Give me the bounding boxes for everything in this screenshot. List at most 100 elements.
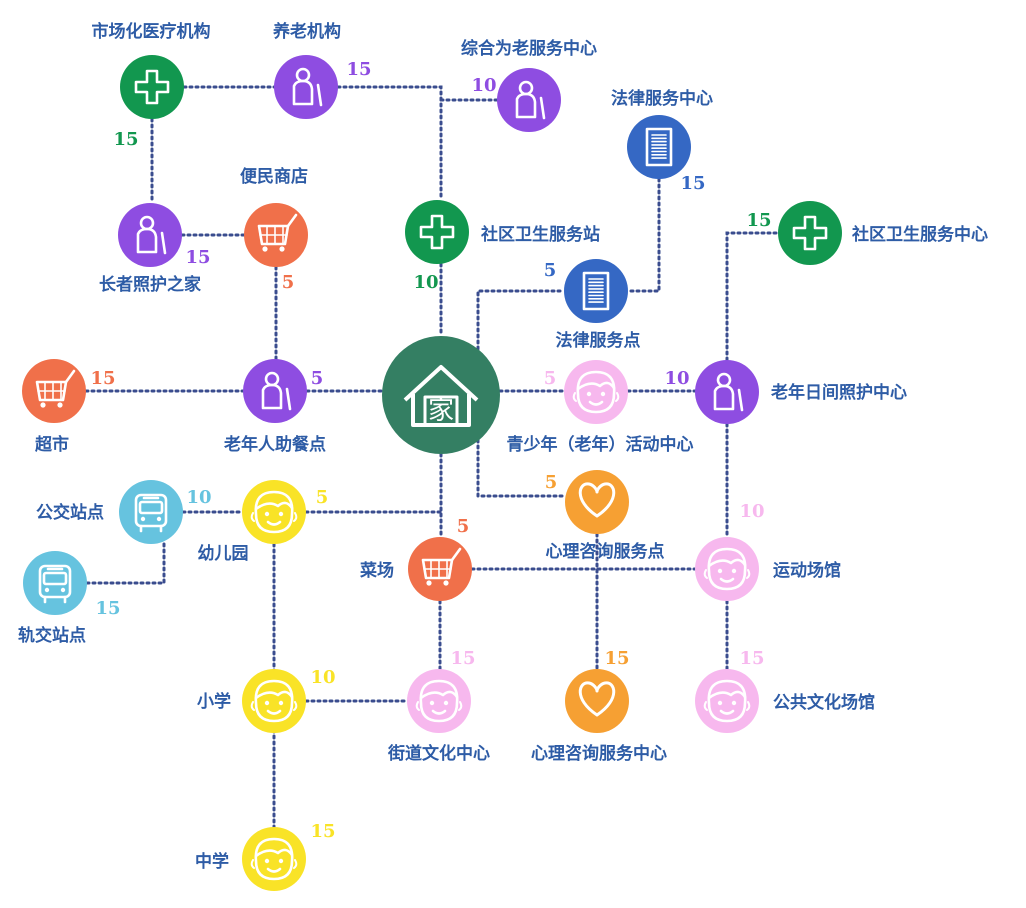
minutes-vegetable-market: 5 xyxy=(457,516,470,537)
heart-icon xyxy=(578,681,616,717)
label-primary-school: 小学 xyxy=(197,691,231,712)
face-icon xyxy=(703,547,751,591)
label-convenience-store: 便民商店 xyxy=(240,166,308,187)
label-public-culture-venue: 公共文化场馆 xyxy=(773,692,875,713)
minutes-community-health-center: 15 xyxy=(746,210,771,231)
elder-icon xyxy=(713,372,744,412)
label-community-health-center: 社区卫生服务中心 xyxy=(851,224,988,245)
node-circle xyxy=(564,360,628,424)
minutes-elderly-service-center: 10 xyxy=(471,75,496,96)
label-bus-stop: 公交站点 xyxy=(36,502,104,523)
node-circle xyxy=(695,669,759,733)
node-circle xyxy=(695,360,759,424)
node-circle xyxy=(242,480,306,544)
minutes-convenience-store: 5 xyxy=(282,272,295,293)
label-psych-center: 心理咨询服务中心 xyxy=(531,743,667,764)
node-circle xyxy=(242,827,306,891)
connector-line-24 xyxy=(85,542,166,585)
label-street-culture-center: 街道文化中心 xyxy=(387,743,490,764)
face-icon xyxy=(250,837,298,881)
minutes-psych-center: 15 xyxy=(604,648,629,669)
home-circle xyxy=(382,336,500,454)
minutes-psych-point: 5 xyxy=(545,472,558,493)
minutes-market-medical: 15 xyxy=(113,129,138,150)
label-sports-venue: 运动场馆 xyxy=(773,560,841,581)
node-circle xyxy=(778,201,842,265)
minutes-legal-service-point: 5 xyxy=(544,260,557,281)
node-vegetable-market xyxy=(408,537,472,601)
minutes-kindergarten: 5 xyxy=(316,487,329,508)
home-node: 家 xyxy=(382,336,500,454)
minutes-rail-stop: 15 xyxy=(95,598,120,619)
cross-icon xyxy=(792,215,828,251)
node-circle xyxy=(497,68,561,132)
node-sports-venue xyxy=(695,537,759,601)
label-vegetable-market: 菜场 xyxy=(359,561,394,581)
node-primary-school xyxy=(242,669,306,733)
node-legal-service-point xyxy=(564,259,628,323)
node-bus-stop xyxy=(119,480,183,544)
node-elder-care-home xyxy=(118,203,182,267)
node-community-health-station xyxy=(405,200,469,264)
node-community-health-center xyxy=(778,201,842,265)
label-kindergarten: 幼儿园 xyxy=(198,543,249,564)
node-youth-activity-center xyxy=(564,360,628,424)
node-circle xyxy=(405,200,469,264)
minutes-bus-stop: 10 xyxy=(186,487,211,508)
cart-icon xyxy=(35,369,76,408)
node-circle xyxy=(627,115,691,179)
label-elder-daycare-center: 老年日间照护中心 xyxy=(770,382,907,403)
home-glyph: 家 xyxy=(428,396,454,426)
bus-icon xyxy=(38,564,72,604)
node-elder-dining xyxy=(243,359,307,423)
label-legal-service-point: 法律服务点 xyxy=(556,330,641,351)
house-icon xyxy=(403,365,479,427)
label-middle-school: 中学 xyxy=(195,851,229,872)
cross-icon xyxy=(419,214,455,250)
label-elder-dining: 老年人助餐点 xyxy=(223,434,326,455)
minutes-middle-school: 15 xyxy=(310,821,335,842)
node-public-culture-venue xyxy=(695,669,759,733)
node-middle-school xyxy=(242,827,306,891)
node-circle xyxy=(407,669,471,733)
facility-nodes xyxy=(22,55,842,891)
document-icon xyxy=(645,127,673,167)
node-market-medical xyxy=(120,55,184,119)
label-community-health-station: 社区卫生服务站 xyxy=(480,224,600,245)
face-icon xyxy=(250,679,298,723)
document-icon xyxy=(582,271,610,311)
cart-icon xyxy=(421,547,462,586)
node-circle xyxy=(243,359,307,423)
label-elderly-service-center: 综合为老服务中心 xyxy=(461,38,597,59)
label-market-medical: 市场化医疗机构 xyxy=(92,21,211,42)
label-youth-activity-center: 青少年（老年）活动中心 xyxy=(507,434,694,455)
label-psych-point: 心理咨询服务点 xyxy=(546,541,665,562)
minutes-elder-care-home: 15 xyxy=(185,247,210,268)
node-psych-point xyxy=(565,470,629,534)
elder-icon xyxy=(515,80,546,120)
face-icon xyxy=(703,679,751,723)
node-circle xyxy=(565,669,629,733)
node-circle xyxy=(564,259,628,323)
minutes-elder-daycare-center: 10 xyxy=(664,368,689,389)
minutes-supermarket: 15 xyxy=(90,368,115,389)
connector-line-10 xyxy=(476,289,566,351)
elder-icon xyxy=(261,371,292,411)
minutes-sports-venue: 10 xyxy=(739,501,764,522)
elder-icon xyxy=(136,215,167,255)
node-supermarket xyxy=(22,359,86,423)
elder-icon xyxy=(292,67,323,107)
minutes-elder-dining: 5 xyxy=(311,368,324,389)
minutes-street-culture-center: 15 xyxy=(450,648,475,669)
bus-icon xyxy=(134,493,168,533)
connector-line-17 xyxy=(476,438,567,498)
connector-line-14 xyxy=(725,231,780,362)
minutes-primary-school: 10 xyxy=(310,667,335,688)
node-psych-center xyxy=(565,669,629,733)
node-kindergarten xyxy=(242,480,306,544)
label-supermarket: 超市 xyxy=(35,434,69,455)
face-icon xyxy=(572,370,620,414)
